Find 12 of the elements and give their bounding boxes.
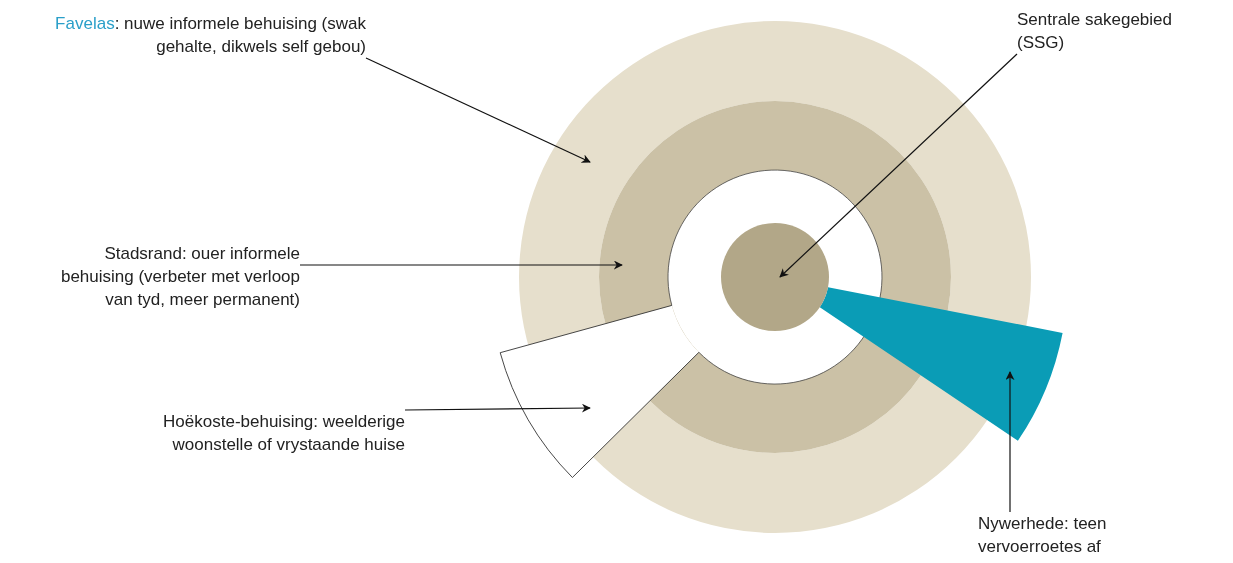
leader-line <box>404 403 591 413</box>
callout-text: Hoëkoste-behuising: weelderige woonstelle of vrystaande huise <box>125 410 405 456</box>
leader-line <box>779 53 1018 278</box>
leader-line <box>1005 371 1015 513</box>
callout-text: Favelas: nuwe informele behuising (swak gehalte, dikwels self gebou) <box>0 12 366 58</box>
callout-text: Sentrale sakegebied (SSG) <box>1017 8 1197 54</box>
callout-text: Nywerhede: teen vervoerroetes af <box>978 512 1128 558</box>
callout-text: Stadsrand: ouer informele behuising (verbeter met verloop van tyd, meer permanent) <box>45 242 300 311</box>
industry-sector <box>819 287 1063 441</box>
leader-line <box>365 57 591 163</box>
leader-line <box>299 260 623 270</box>
high-cost-sector <box>499 304 700 478</box>
